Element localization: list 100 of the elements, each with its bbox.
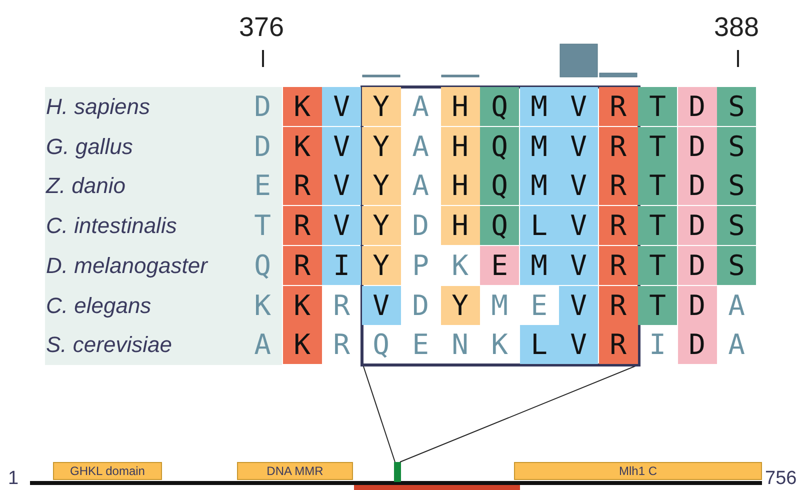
residue-letter: A — [727, 327, 746, 364]
residue-letter: R — [598, 166, 638, 206]
residue-letter: D — [678, 126, 716, 166]
residue-letter: Y — [362, 126, 400, 166]
residue-letter: D — [411, 288, 430, 324]
species-name: H. sapiens — [46, 93, 150, 121]
residue-letter: Q — [480, 126, 519, 166]
residue-letter: K — [282, 325, 322, 364]
residue-letter: S — [717, 166, 756, 206]
residue-letter: D — [678, 286, 716, 324]
residue-letter: A — [727, 288, 746, 324]
residue-letter: Y — [362, 87, 400, 126]
residue-letter: V — [559, 126, 598, 166]
residue-letter: M — [520, 246, 558, 285]
residue-letter: Y — [362, 246, 400, 285]
sequence-end-number: 756 — [765, 468, 797, 490]
domain-box: DNA MMR — [237, 462, 353, 480]
residue-letter: Q — [480, 87, 519, 126]
domain-box: Mlh1 C — [514, 462, 762, 480]
residue-letter: V — [559, 206, 598, 246]
residue-letter: E — [530, 288, 548, 324]
position-number: 376 — [239, 12, 284, 42]
residue-letter: D — [253, 128, 272, 165]
residue-letter: H — [440, 126, 480, 166]
residue-letter: E — [411, 327, 430, 364]
domain-box: GHKL domain — [53, 462, 162, 480]
residue-letter: S — [717, 206, 756, 246]
residue-letter: H — [440, 166, 480, 206]
residue-letter: L — [520, 325, 558, 364]
residue-letter: T — [638, 246, 677, 285]
residue-letter: Q — [372, 327, 390, 364]
residue-letter: V — [322, 206, 361, 246]
residue-letter: T — [638, 126, 677, 166]
residue-letter: A — [411, 168, 430, 204]
residue-letter: N — [450, 327, 470, 364]
residue-letter: D — [678, 87, 716, 126]
residue-letter: K — [282, 286, 322, 324]
residue-letter: M — [490, 288, 509, 324]
region-marker — [394, 462, 401, 482]
residue-letter: K — [282, 126, 322, 166]
residue-letter: Q — [480, 206, 519, 246]
residue-letter: A — [411, 89, 430, 125]
residue-letter: A — [253, 327, 272, 364]
residue-letter: V — [362, 286, 400, 324]
residue-letter: V — [559, 325, 598, 364]
residue-letter: R — [598, 246, 638, 285]
residue-letter: R — [598, 206, 638, 246]
residue-letter: M — [520, 166, 558, 206]
residue-letter: A — [411, 128, 430, 165]
residue-letter: T — [638, 286, 677, 324]
residue-letter: R — [332, 327, 351, 364]
residue-letter: S — [717, 87, 756, 126]
residue-letter: D — [678, 325, 716, 364]
residue-letter: R — [282, 206, 322, 246]
residue-letter: R — [598, 126, 638, 166]
residue-letter: V — [559, 166, 598, 206]
residue-letter: D — [411, 208, 430, 244]
residue-letter: R — [598, 87, 638, 126]
residue-letter: V — [559, 87, 598, 126]
residue-letter: Q — [253, 248, 272, 284]
residue-letter: R — [598, 286, 638, 324]
residue-letter: K — [282, 87, 322, 126]
residue-letter: K — [490, 327, 509, 364]
residue-letter: K — [253, 288, 272, 324]
species-name: C. intestinalis — [46, 212, 177, 240]
residue-letter: P — [411, 248, 430, 284]
residue-letter: M — [520, 126, 558, 166]
residue-letter: Q — [480, 166, 519, 206]
species-name: D. melanogaster — [46, 252, 208, 280]
residue-letter: D — [678, 246, 716, 285]
residue-letter: S — [717, 126, 756, 166]
residue-letter: Y — [362, 206, 400, 246]
residue-letter: D — [678, 166, 716, 206]
species-name: Z. danio — [46, 172, 126, 200]
species-name: S. cerevisiae — [46, 331, 172, 360]
residue-letter: S — [717, 246, 756, 285]
residue-letter: R — [282, 246, 322, 285]
sequence-start-number: 1 — [8, 468, 19, 490]
residue-letter: V — [559, 286, 598, 324]
residue-letter: I — [322, 246, 361, 285]
residue-letter: R — [598, 325, 638, 364]
residue-letter: M — [520, 87, 558, 126]
residue-letter: Y — [362, 166, 400, 206]
residue-letter: E — [480, 246, 519, 285]
residue-letter: V — [559, 246, 598, 285]
residue-letter: D — [678, 206, 716, 246]
region-bar — [354, 485, 520, 490]
residue-letter: E — [253, 168, 272, 204]
residue-letter: R — [282, 166, 322, 206]
residue-letter: K — [450, 248, 470, 284]
species-name: G. gallus — [46, 132, 133, 161]
residue-letter: Y — [440, 286, 480, 324]
residue-letter: T — [638, 166, 677, 206]
residue-letter: L — [520, 206, 558, 246]
residue-letter: T — [638, 87, 677, 126]
residue-letter: V — [322, 126, 361, 166]
residue-letter: R — [332, 288, 351, 324]
residue-letter: I — [648, 327, 667, 364]
position-number: 388 — [714, 12, 760, 42]
residue-letter: D — [253, 89, 272, 125]
